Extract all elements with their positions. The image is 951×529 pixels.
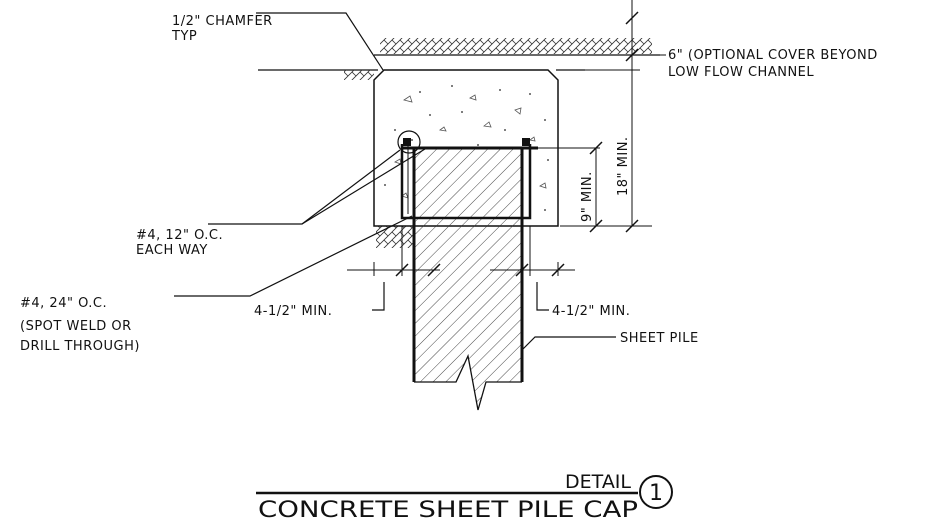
chamfer-label-line2: TYP <box>171 29 197 44</box>
chamfer-label-line1: 1/2" CHAMFER <box>172 14 273 29</box>
leaders <box>174 12 616 351</box>
ground-surface <box>258 38 660 248</box>
cover-label-line2: LOW FLOW CHANNEL <box>668 65 814 80</box>
dim-18-min-label: 18" MIN. <box>616 136 631 196</box>
rebar-24-label-line3: DRILL THROUGH) <box>20 339 140 354</box>
edge-distance-left-label: 4-1/2" MIN. <box>254 304 332 319</box>
dimensions <box>347 0 666 277</box>
concrete-cap <box>373 69 559 227</box>
rebar-24-label-line2: (SPOT WELD OR <box>20 319 132 334</box>
cover-label-line1: 6" (OPTIONAL COVER BEYOND <box>668 48 878 63</box>
annotations: 1/2" CHAMFER TYP 6" (OPTIONAL COVER BEYO… <box>20 14 878 354</box>
detail-label: DETAIL <box>565 471 631 493</box>
detail-number: 1 <box>649 481 663 506</box>
sheet-pile <box>412 147 524 411</box>
sheet-pile-label: SHEET PILE <box>620 331 699 346</box>
rebar-24-label-line1: #4, 24" O.C. <box>20 296 107 311</box>
rebar-12-label-line2: EACH WAY <box>136 243 208 258</box>
dim-9-min-label: 9" MIN. <box>580 171 595 222</box>
aggregate-marks <box>394 94 547 199</box>
edge-distance-right-label: 4-1/2" MIN. <box>552 304 630 319</box>
rebar-12-label-line1: #4, 12" O.C. <box>136 228 223 243</box>
title-block: DETAIL CONCRETE SHEET PILE CAP 1 <box>256 471 673 523</box>
detail-title: CONCRETE SHEET PILE CAP <box>258 498 638 523</box>
rebar <box>397 130 538 220</box>
